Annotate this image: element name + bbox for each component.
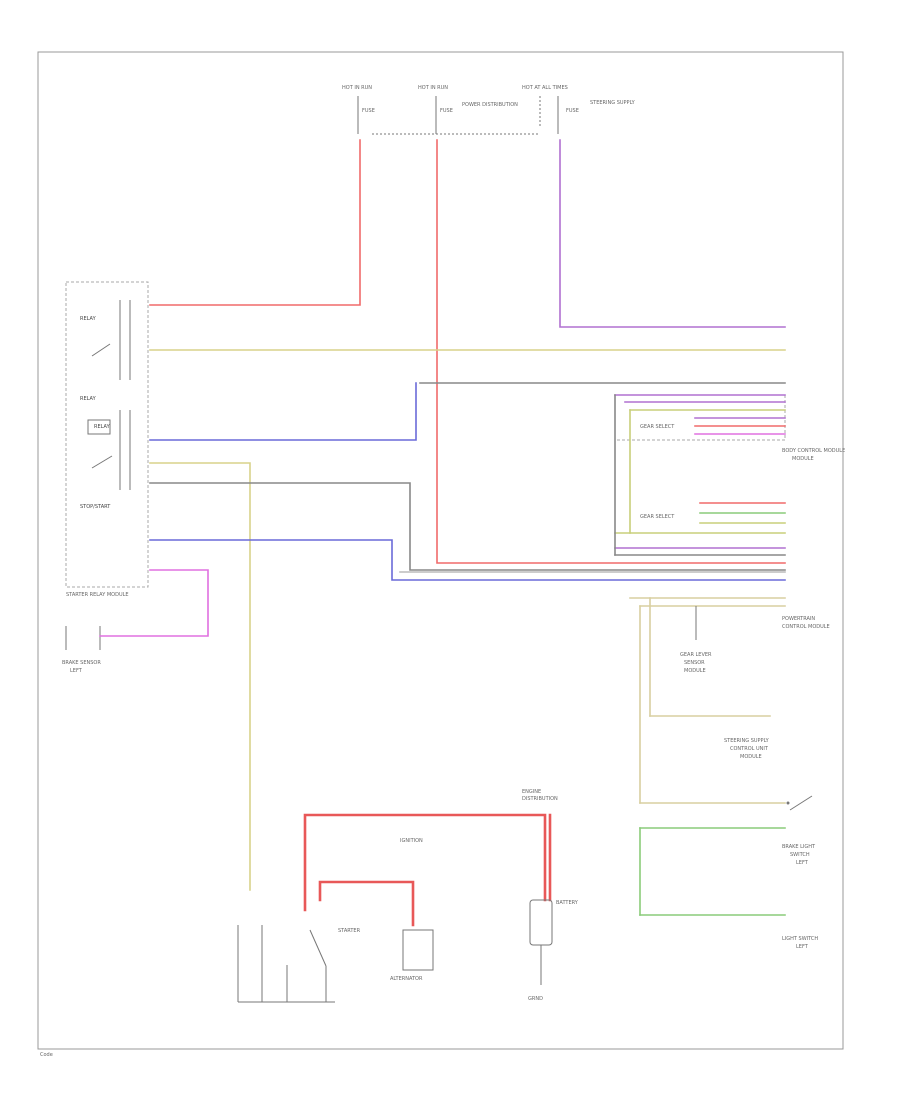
- brake-light-symbol: [786, 795, 813, 811]
- light-switch-label: LIGHT SWITCH: [782, 936, 818, 942]
- relay-symbols: [87, 300, 131, 490]
- gear-select-label: GEAR SELECT: [640, 424, 675, 430]
- ground-label: GRND: [528, 996, 543, 1002]
- steering-supply-note: STEERING SUPPLY: [590, 100, 636, 106]
- fuse-label-b: FUSE: [440, 108, 453, 114]
- light-switch-sub-label: LEFT: [796, 944, 809, 950]
- body-control-wires: [614, 394, 786, 435]
- relay-label-1: RELAY: [80, 316, 97, 322]
- brake-light-sub-label: SWITCH: [790, 852, 810, 858]
- steering-supply-sub2-label: MODULE: [740, 754, 762, 760]
- brake-light-sub2-label: LEFT: [796, 860, 809, 866]
- fuse-label-c: FUSE: [566, 108, 579, 114]
- fuse-label-a: FUSE: [362, 108, 375, 114]
- wire-blue-lower: [149, 539, 786, 581]
- steering-supply-sub-label: CONTROL UNIT: [730, 746, 769, 752]
- wire-red-ignition: [303, 813, 547, 912]
- wire-pink-sensor: [99, 569, 209, 637]
- powertrain-sub-label: CONTROL MODULE: [782, 624, 830, 630]
- wire-yellow-down: [149, 462, 251, 891]
- wire-blue-upper: [149, 382, 417, 441]
- hot-run-label-2: HOT IN RUN: [418, 85, 448, 91]
- engine-bay-sub-label: DISTRIBUTION: [522, 796, 558, 802]
- gear-select-2-label: GEAR SELECT: [640, 514, 675, 520]
- alternator-label: ALTERNATOR: [390, 976, 423, 982]
- starter-label: STARTER: [338, 928, 361, 934]
- power-distribution-note: POWER DISTRIBUTION: [462, 102, 518, 108]
- wire-red-starter: [318, 880, 415, 927]
- steering-supply-label: STEERING SUPPLY: [724, 738, 770, 744]
- brake-sensor-symbol: [65, 626, 101, 650]
- battery-label: BATTERY: [556, 900, 579, 906]
- body-control-sub-label: MODULE: [792, 456, 814, 462]
- bottom-component-symbols: [237, 899, 553, 1003]
- footer-code: Code: [40, 1052, 53, 1058]
- powertrain-wires: [629, 597, 786, 804]
- gear-lever-sub-label: SENSOR: [684, 660, 705, 666]
- wire-red-fuse-a: [149, 139, 361, 306]
- gear-select-2-wires: [614, 394, 786, 556]
- relay-label-2: RELAY: [80, 396, 97, 402]
- powertrain-label: POWERTRAIN: [782, 616, 815, 622]
- body-control-label: BODY CONTROL MODULE: [782, 448, 845, 454]
- starter-relay-module-label: STARTER RELAY MODULE: [66, 592, 129, 598]
- wire-purple-fuse-c: [559, 139, 786, 328]
- gear-lever-label: GEAR LEVER: [680, 652, 712, 658]
- gear-lever-sub2-label: MODULE: [684, 668, 706, 674]
- fuse-symbols: [357, 96, 559, 135]
- engine-bay-label: ENGINE: [522, 789, 541, 795]
- ignition-label: IGNITION: [400, 838, 423, 844]
- wire-red-fuse-b: [436, 139, 786, 564]
- hot-run-label-1: HOT IN RUN: [342, 85, 372, 91]
- relay-label-3: RELAY: [94, 424, 111, 430]
- brake-sensor-sub-label: LEFT: [70, 668, 83, 674]
- starter-relay-module-box: [65, 281, 149, 588]
- brake-light-label: BRAKE LIGHT: [782, 844, 816, 850]
- stop-start-label: STOP/START: [80, 504, 111, 510]
- diagram-frame: [37, 51, 844, 1050]
- brake-sensor-label: BRAKE SENSOR: [62, 660, 101, 666]
- wire-gray-middle: [149, 482, 786, 571]
- hot-at-all-times-label: HOT AT ALL TIMES: [522, 85, 568, 91]
